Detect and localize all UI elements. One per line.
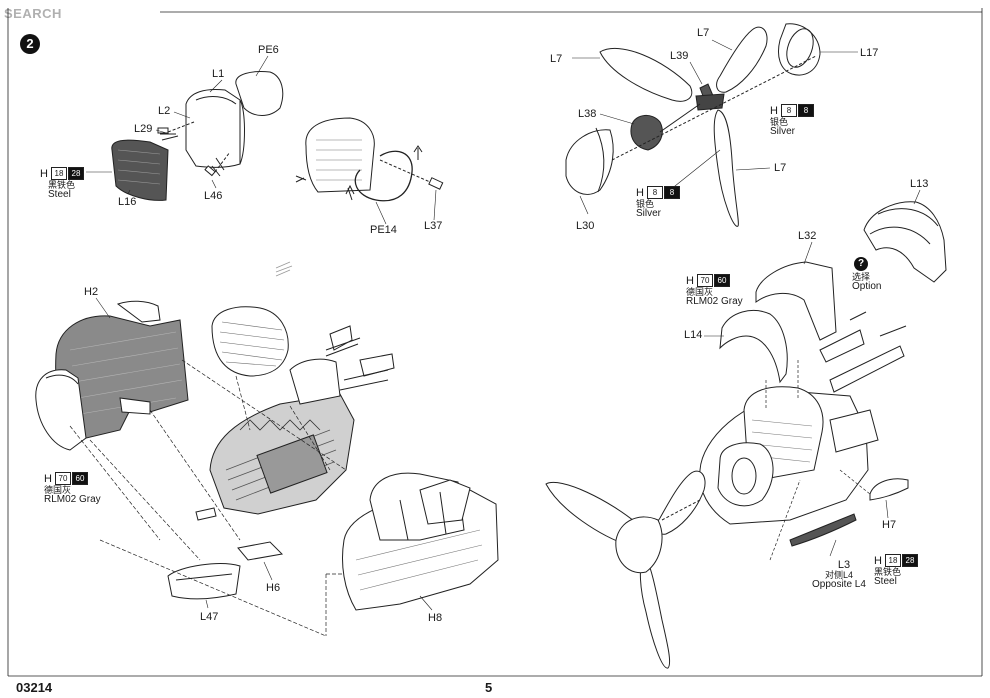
label-l29: L29: [134, 123, 153, 135]
watermark-logo: SEARCH: [4, 6, 62, 21]
label-l16: L16: [118, 196, 137, 208]
option-note: 选择 Option: [852, 272, 882, 292]
question-icon: ?: [854, 257, 868, 271]
radiator-mount-detail: [295, 117, 444, 202]
label-l2: L2: [158, 105, 171, 117]
label-l14: L14: [684, 329, 703, 341]
label-l13: L13: [910, 178, 929, 190]
lower-cowling-h8: [342, 472, 499, 611]
label-l7-left: L7: [550, 53, 563, 65]
page-number: 5: [485, 680, 493, 695]
label-l38: L38: [578, 108, 597, 120]
step-arrow-hatch: [275, 261, 293, 277]
label-pe14: PE14: [370, 224, 397, 236]
label-l32: L32: [798, 230, 817, 242]
label-l39: L39: [670, 50, 689, 62]
label-h6: H6: [266, 582, 281, 594]
alignment-lines: [69, 359, 347, 637]
label-l17: L17: [860, 47, 879, 59]
propeller-exploded: [565, 23, 821, 227]
nose-assembly: [699, 311, 907, 525]
nose-propeller: [545, 470, 706, 669]
nose-small-parts: [765, 360, 909, 561]
label-h7: H7: [882, 519, 897, 531]
label-l47: L47: [200, 611, 219, 623]
label-l37: L37: [424, 220, 443, 232]
kit-code: 03214: [16, 680, 53, 695]
l3-note: L3 对侧L4 Opposite L4: [812, 559, 866, 590]
step-number-badge: 2: [20, 34, 40, 54]
small-panels: [167, 541, 284, 600]
engine-panels-h2: [35, 300, 189, 451]
label-h2: H2: [84, 286, 99, 298]
label-l46: L46: [204, 190, 223, 202]
radiator-group: [111, 71, 284, 201]
pe6-plate: [235, 71, 284, 116]
label-h8: H8: [428, 612, 443, 624]
label-l1: L1: [212, 68, 225, 80]
engine-block: [195, 306, 395, 521]
label-leader-lines: [86, 39, 921, 611]
label-l30: L30: [576, 220, 595, 232]
label-pe6: PE6: [258, 44, 279, 56]
cowl-panels-l13-l32-l14: [719, 201, 947, 384]
label-l7-top: L7: [697, 27, 710, 39]
label-l7-bottom: L7: [774, 162, 787, 174]
